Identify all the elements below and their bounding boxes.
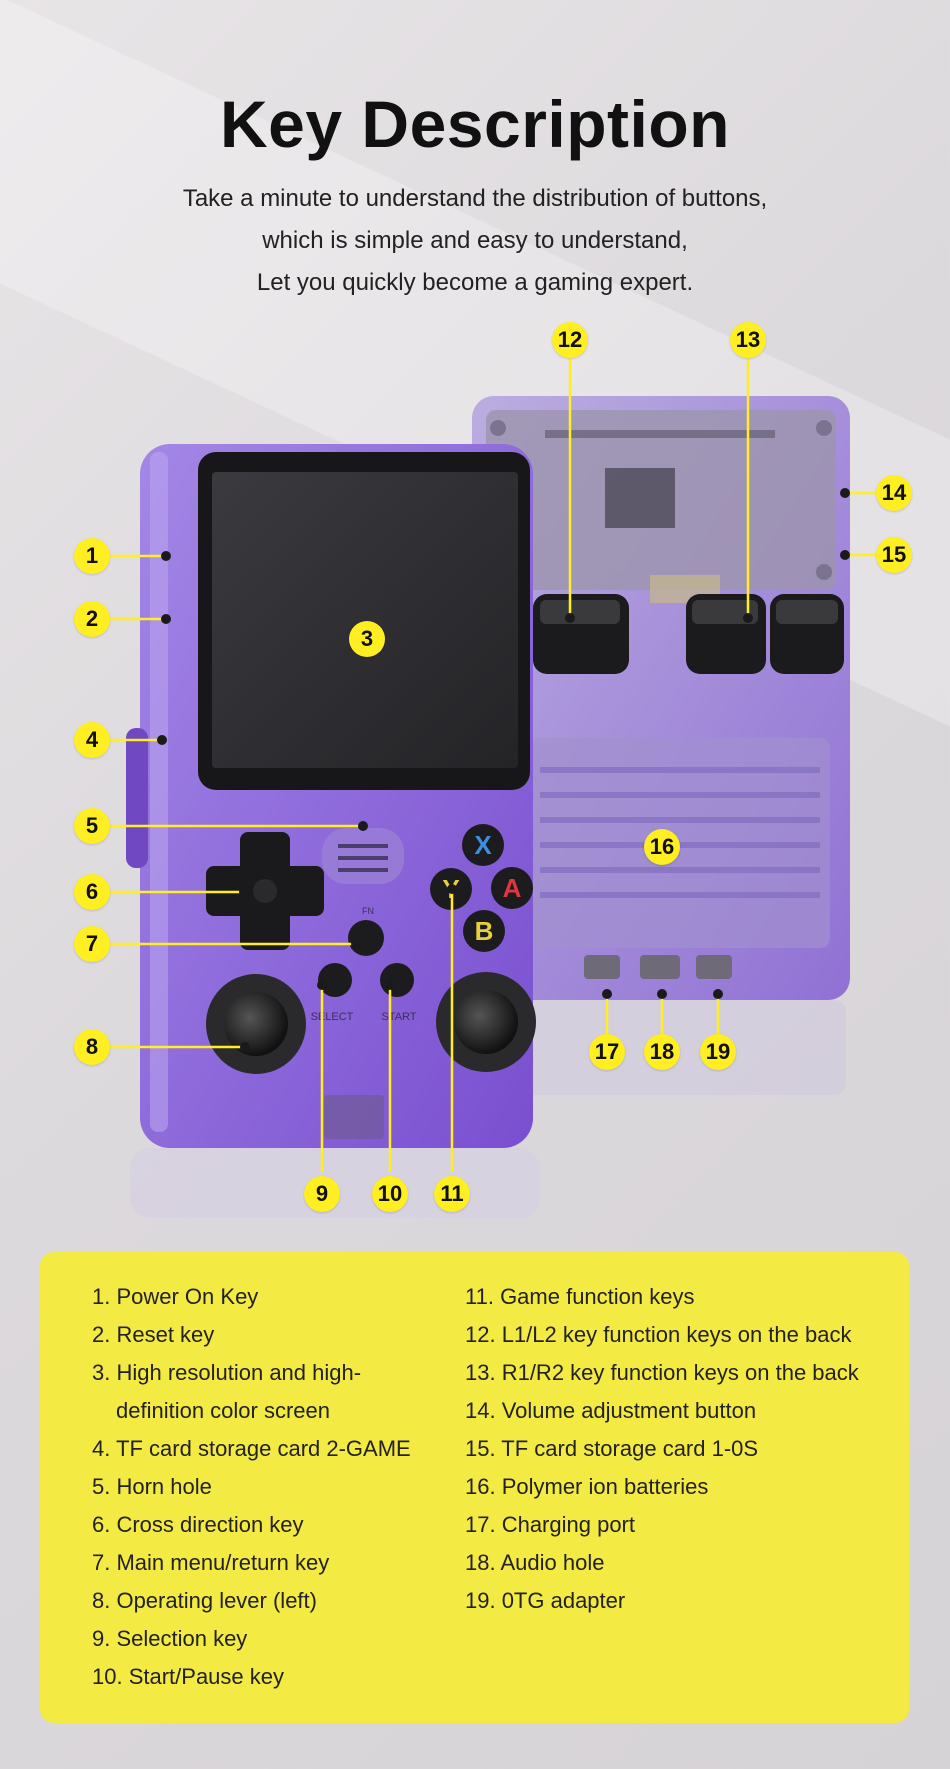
callout-18: 18 [644,1034,680,1070]
legend-item: 18. Audio hole [465,1550,605,1575]
legend-item: 2. Reset key [92,1322,215,1347]
callout-14: 14 [876,475,912,511]
x-label: X [474,830,492,860]
device-illustration: FN SELECT START X A Y B [74,322,912,1218]
a-label: A [503,873,522,903]
b-button [463,910,505,952]
callout-5: 5 [74,808,110,844]
a-button [491,867,533,909]
leader-lines [110,358,876,1172]
b-label: B [475,916,494,946]
callout-11: 11 [434,1176,470,1212]
legend-item: 17. Charging port [465,1512,635,1537]
legend-left-column: 1. Power On Key 2. Reset key 3. High res… [92,1278,411,1696]
legend-item: 9. Selection key [92,1626,248,1651]
subtitle-line: which is simple and easy to understand, [262,227,688,254]
subtitle-line: Take a minute to understand the distribu… [182,185,768,212]
callout-13: 13 [730,322,766,358]
legend-item: 16. Polymer ion batteries [465,1474,709,1499]
device-svg: FN SELECT START X A Y B [110,358,876,1218]
legend-item: 5. Horn hole [92,1474,212,1499]
callout-12: 12 [552,322,588,358]
callout-17: 17 [589,1034,625,1070]
legend-item-text: definition color screen [116,1398,331,1423]
legend-item: 14. Volume adjustment button [465,1398,757,1423]
legend-item: 3. High resolution and high- [92,1360,362,1385]
callout-6: 6 [74,874,110,910]
callout-10: 10 [372,1176,408,1212]
callout-7: 7 [74,926,110,962]
callout-19: 19 [700,1034,736,1070]
subtitle: Take a minute to understand the distribu… [0,178,950,304]
legend-item: 7. Main menu/return key [92,1550,330,1575]
legend-item: 6. Cross direction key [92,1512,304,1537]
legend-item: 11. Game function keys [465,1284,695,1309]
legend-item: 13. R1/R2 key function keys on the back [465,1360,859,1385]
callout-4: 4 [74,722,110,758]
subtitle-line: Let you quickly become a gaming expert. [256,269,694,296]
legend-right-column: 11. Game function keys 12. L1/L2 key fun… [465,1278,859,1620]
select-label: SELECT [311,1011,354,1023]
fn-label: FN [362,906,374,916]
page-title: Key Description [220,87,730,161]
back-device [472,396,850,1095]
leader-dots [157,488,850,1052]
legend-item: 1. Power On Key [92,1284,259,1309]
callout-15: 15 [876,537,912,573]
callout-8: 8 [74,1029,110,1065]
callout-16: 16 [644,829,680,865]
start-label: START [381,1011,416,1023]
x-button [462,824,504,866]
callout-9: 9 [304,1176,340,1212]
front-device: FN SELECT START X A Y B [126,444,540,1218]
callout-2: 2 [74,601,110,637]
legend-item: 15. TF card storage card 1-0S [465,1436,759,1461]
legend-item: 19. 0TG adapter [465,1588,626,1613]
callout-3: 3 [349,621,385,657]
callout-1: 1 [74,538,110,574]
key-legend: 1. Power On Key 2. Reset key 3. High res… [40,1252,909,1723]
legend-item: 12. L1/L2 key function keys on the back [465,1322,852,1347]
legend-item: 4. TF card storage card 2-GAME [92,1436,411,1461]
legend-item: 10. Start/Pause key [92,1664,284,1689]
legend-item: 8. Operating lever (left) [92,1588,317,1613]
legend-item-continuation: definition color screen [92,1392,411,1430]
